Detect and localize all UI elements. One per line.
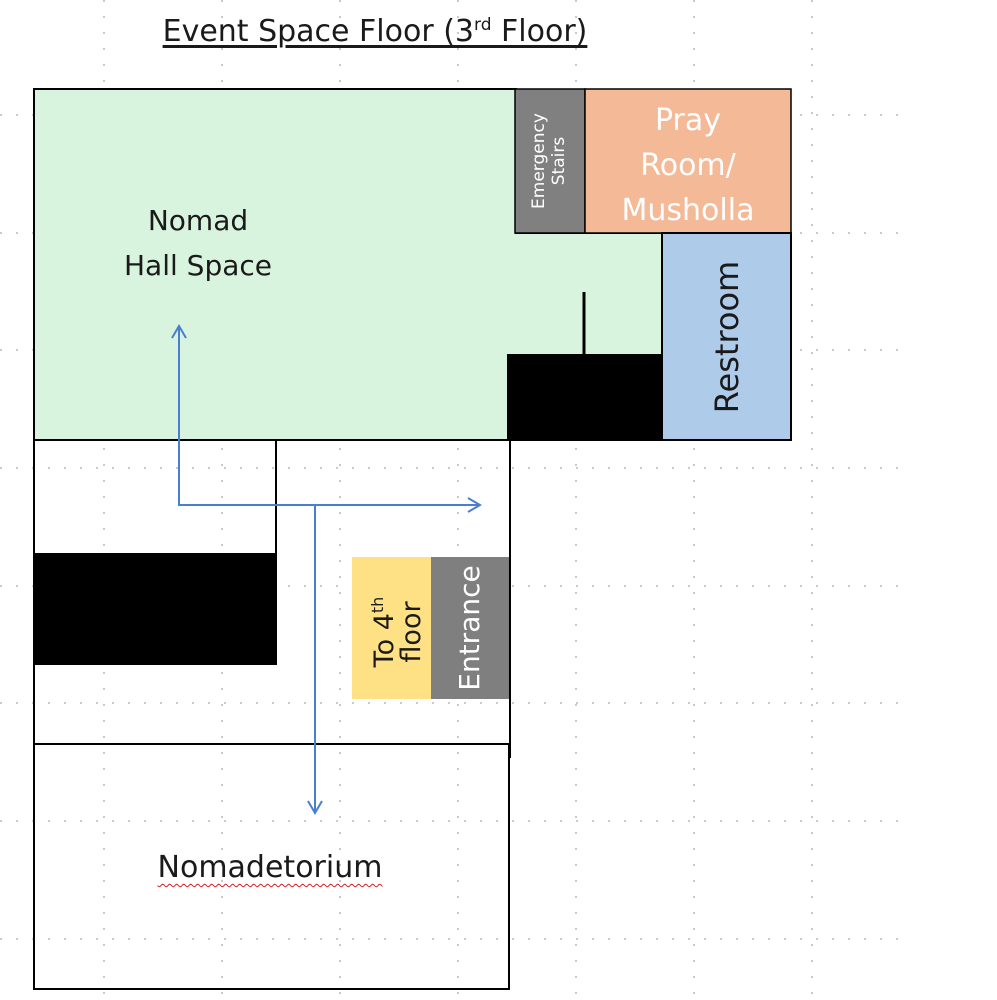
title-superscript: rd (474, 15, 492, 35)
nomadetorium-area (33, 743, 510, 990)
stairs-to-4th-floor-area (352, 557, 431, 699)
entrance-label: Entrance (453, 565, 486, 691)
route-arrows (171, 324, 482, 815)
title-text-end: Floor) (491, 14, 588, 49)
arrowhead-down (307, 800, 323, 815)
nomad-hall-label-line2: Hall Space (124, 249, 272, 282)
pray-room-label-line1: Pray (654, 103, 722, 138)
emergency-stairs-label-line1: Emergency (529, 113, 549, 209)
pray-room-label-line2: Room/ (640, 148, 736, 183)
entrance-area (431, 557, 509, 699)
nomad-hall-label-line1: Nomad (147, 204, 249, 237)
route-line-1 (178, 326, 480, 506)
restroom-label: Restroom (708, 260, 746, 414)
restroom-area (661, 232, 792, 441)
wall-block-west (34, 553, 277, 665)
nomadetorium-label: Nomadetorium (120, 848, 420, 888)
stairs-label-line2: floor (396, 601, 427, 663)
stairs-label-superscript: th (368, 596, 387, 614)
pray-room-label-line3: Musholla (621, 193, 755, 228)
pray-room-label: Pray Room/ Musholla (585, 98, 791, 233)
emergency-stairs-label: Emergency Stairs (529, 91, 571, 231)
title-text: Event Space Floor (3 (162, 14, 475, 49)
nomadetorium-label-text: Nomadetorium (157, 850, 383, 885)
emergency-stairs-label-line2: Stairs (549, 136, 569, 186)
arrowhead-up (171, 324, 187, 339)
nomad-hall-label: Nomad Hall Space (98, 198, 298, 288)
arrowhead-right (467, 497, 482, 513)
page-title: Event Space Floor (3rd Floor) (0, 14, 750, 49)
pray-room-area (584, 88, 792, 234)
stairs-to-4th-floor-label: To 4th floor (364, 562, 427, 702)
wall-block-east (508, 355, 662, 440)
